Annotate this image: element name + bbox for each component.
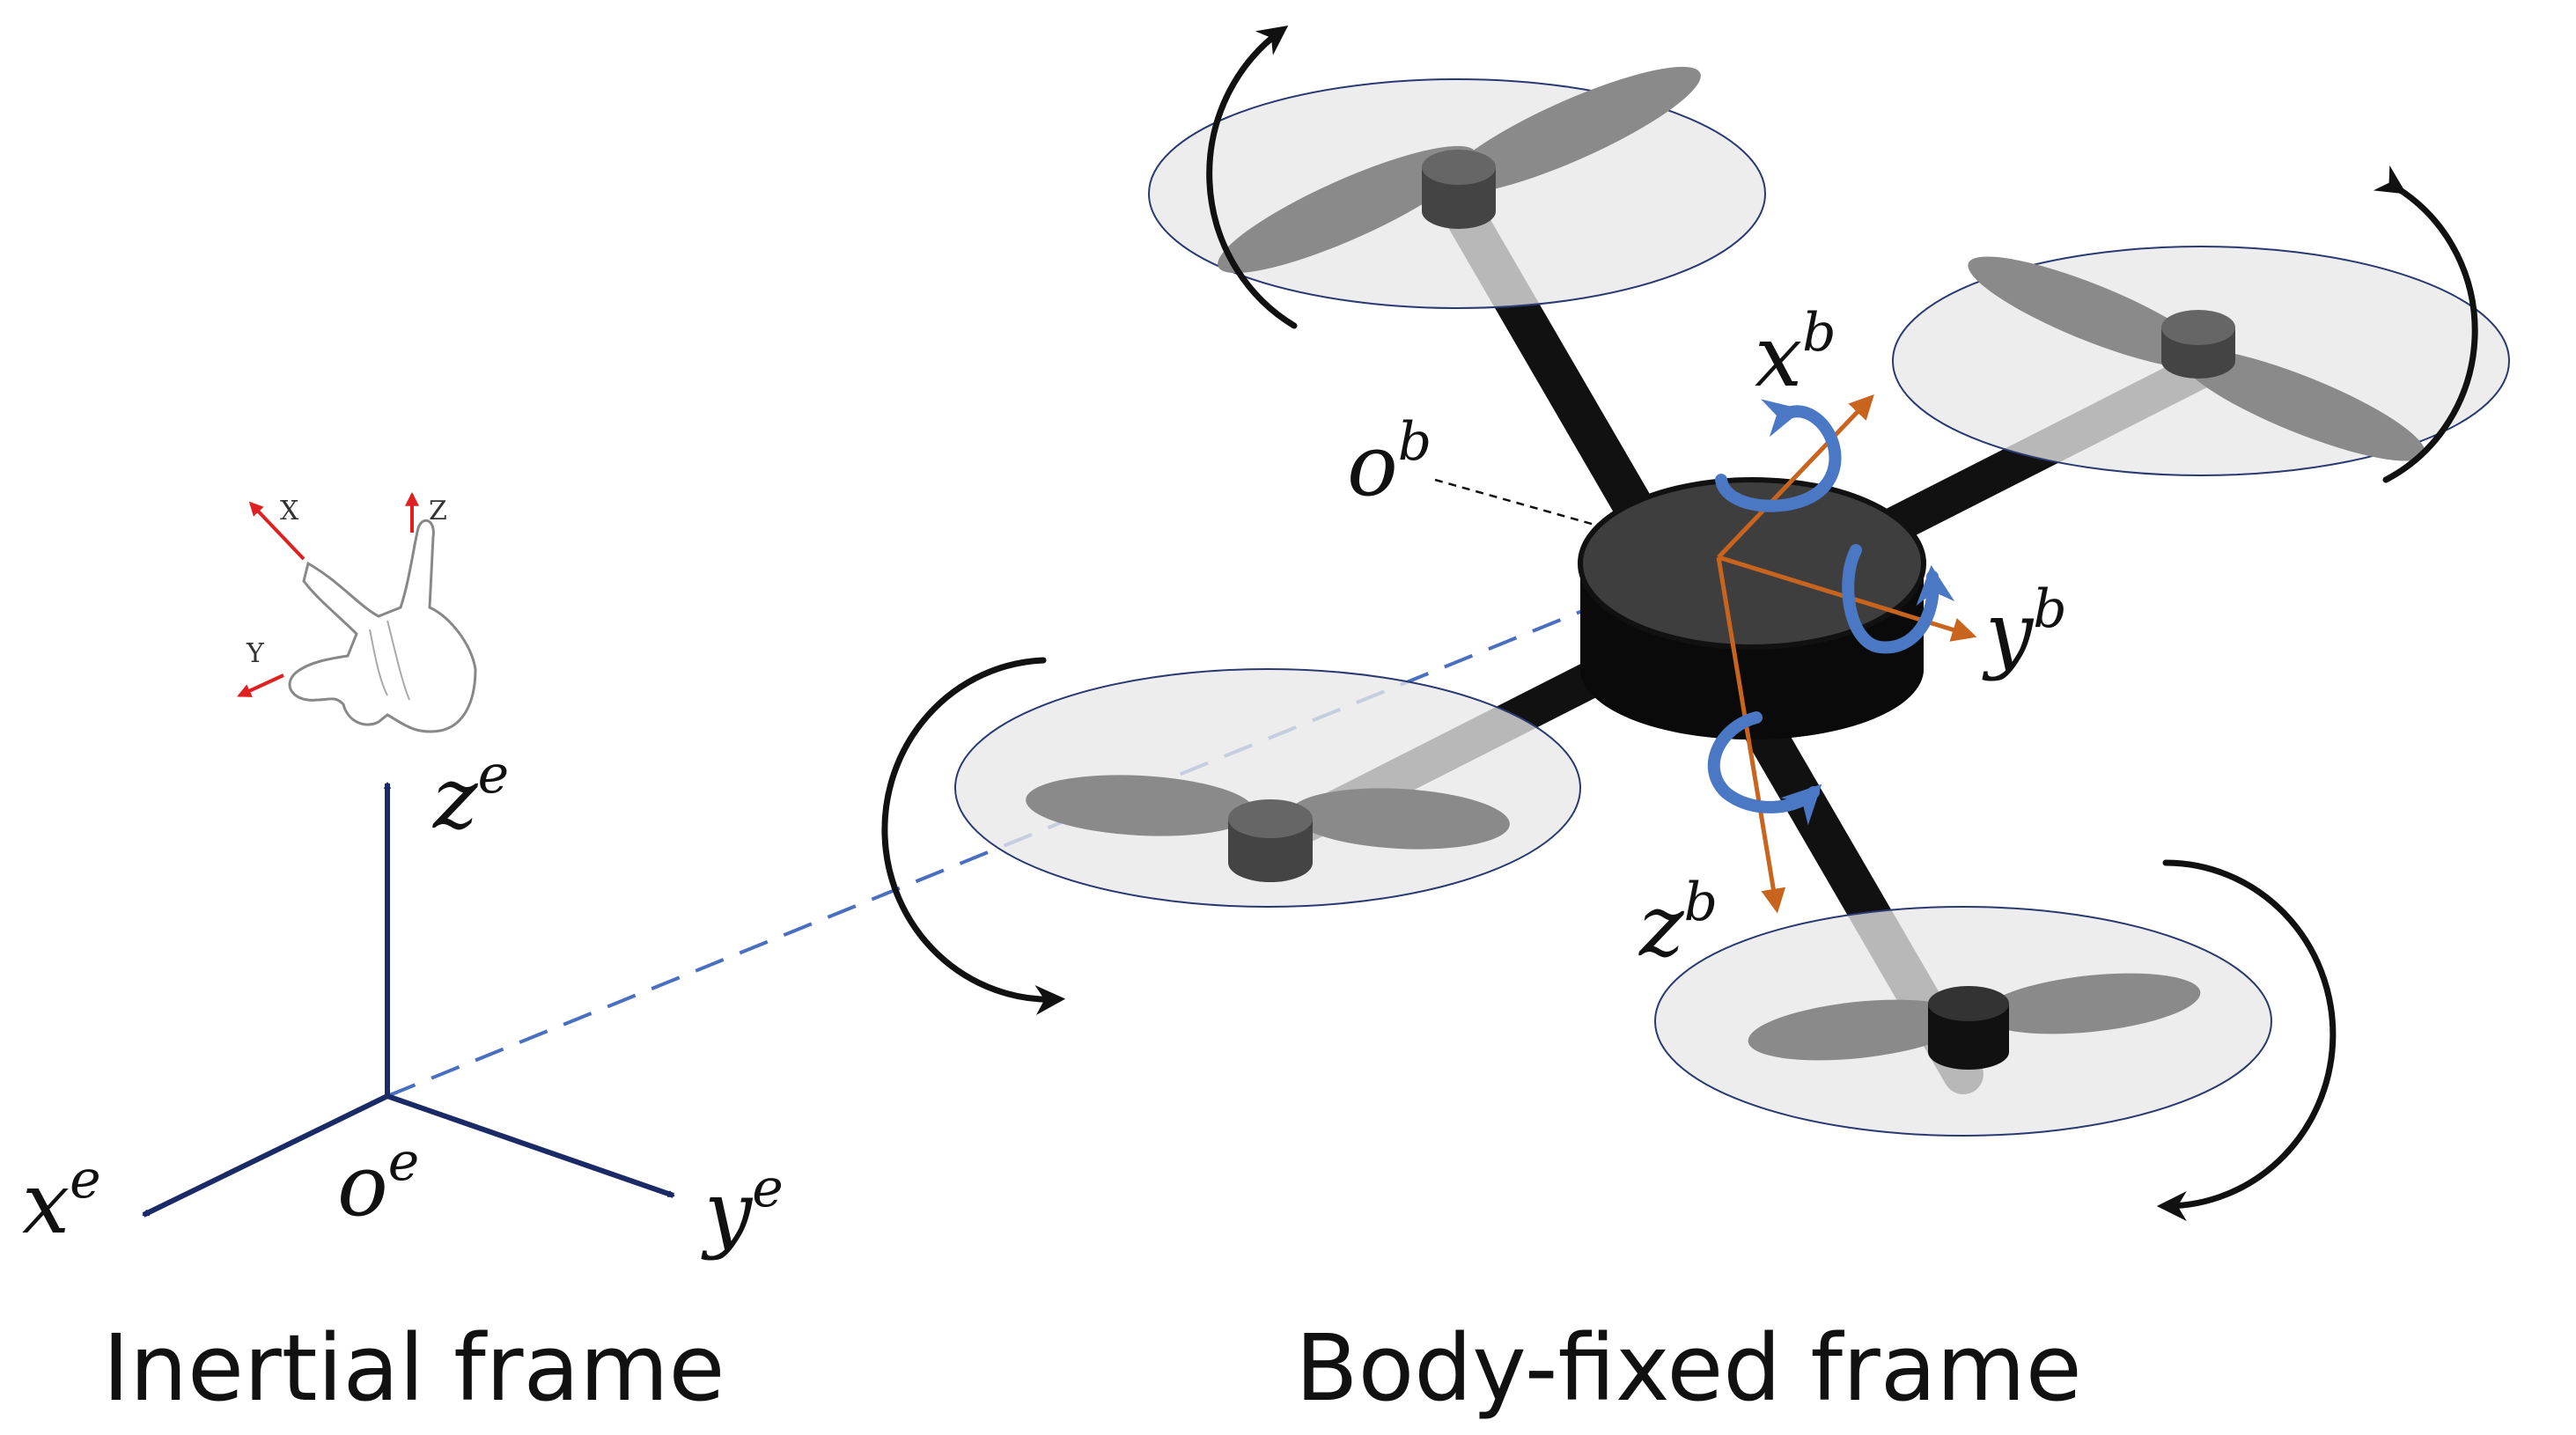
hand-y-arrow	[237, 673, 284, 697]
inertial-x-axis	[144, 1093, 389, 1218]
body-z-axis	[1716, 556, 1786, 914]
propeller-top	[1148, 66, 1766, 309]
inertial-z-label: ze	[432, 744, 509, 848]
inertial-frame-axes	[144, 784, 673, 1218]
hand-x-label: X	[280, 496, 299, 526]
inertial-x-label: xe	[22, 1149, 101, 1253]
inertial-origin-label: oe	[337, 1131, 419, 1235]
propeller-spin-arrows	[881, 25, 2478, 1221]
rotation-arrow-y	[1842, 544, 1955, 654]
body-frame-caption: Body-fixed frame	[1295, 1314, 2082, 1422]
body-origin-label: ob	[1347, 411, 1432, 515]
inertial-frame-caption: Inertial frame	[102, 1314, 725, 1422]
rotation-arrow-z	[1707, 711, 1822, 826]
rotation-arrow-x	[1715, 399, 1842, 512]
spin-arrow-top	[1206, 25, 1298, 329]
body-hub	[1578, 477, 1926, 740]
hand-y-label: Y	[246, 638, 265, 669]
hand-x-arrow	[248, 501, 305, 561]
propeller-right	[1892, 246, 2510, 476]
body-y-label: yb	[1982, 578, 2067, 682]
propeller-left	[954, 668, 1581, 908]
spin-arrow-right	[2373, 165, 2478, 483]
spin-arrow-bottom	[2156, 859, 2337, 1221]
propeller-bottom	[1654, 906, 2272, 1137]
hand-z-label: Z	[429, 496, 447, 526]
inertial-y-axis	[386, 1093, 673, 1198]
body-x-axis	[1717, 394, 1874, 559]
spin-arrow-left	[881, 657, 1066, 1015]
right-hand-rule-icon	[237, 491, 477, 733]
inertial-y-label: ye	[701, 1158, 784, 1262]
body-x-label: xb	[1755, 302, 1836, 406]
rotation-arrows	[1707, 399, 1955, 826]
body-z-label: zb	[1638, 872, 1718, 975]
